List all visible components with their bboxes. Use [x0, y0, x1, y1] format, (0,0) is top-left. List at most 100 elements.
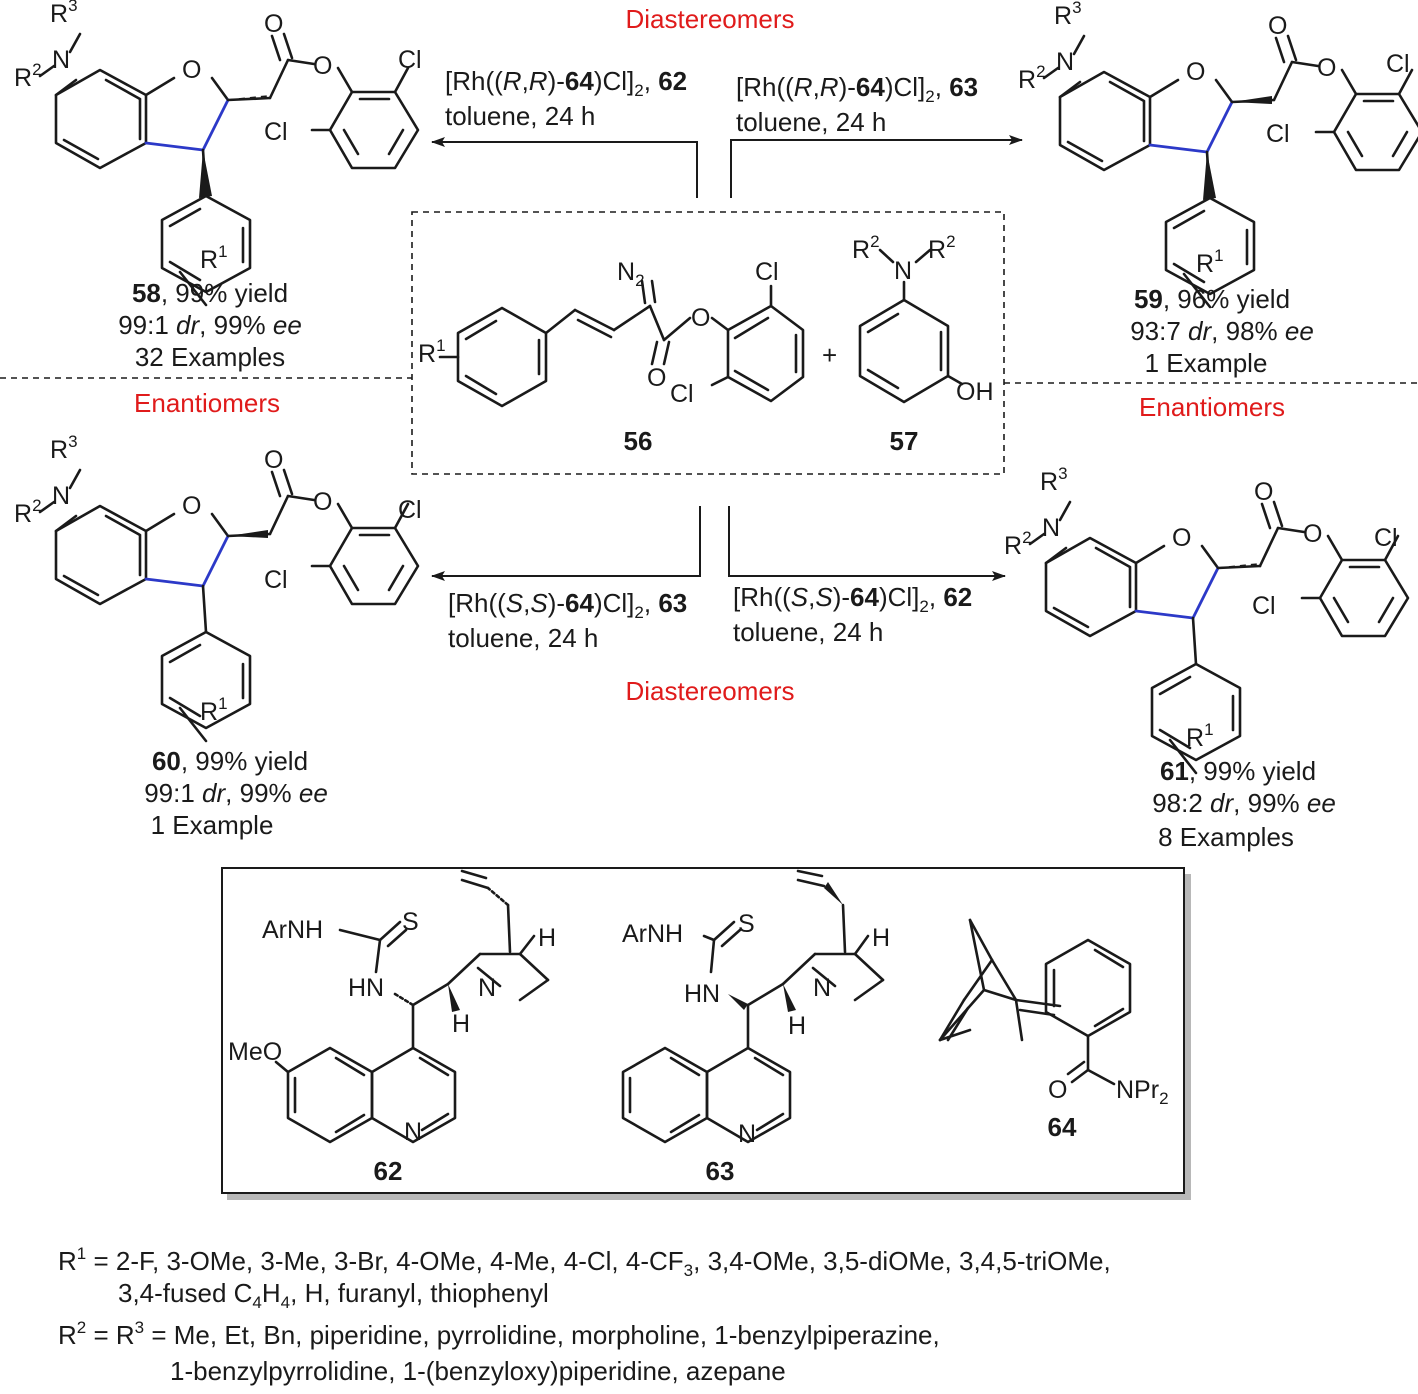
reactant-box	[411, 211, 1005, 475]
yield-61: 61, 99% yield	[1160, 756, 1316, 786]
atom-cl-top: Cl	[755, 258, 779, 286]
diastereomers-bottom: Diastereomers	[625, 676, 794, 706]
atom-r1: R1	[200, 694, 228, 726]
product-60: R3 N R2 O O O Cl Cl R1	[14, 432, 422, 743]
atom-n-ring-63: N	[738, 1120, 756, 1148]
atom-r1: R1	[200, 242, 228, 274]
label-57: 57	[890, 426, 919, 456]
atom-cl-1: Cl	[398, 46, 422, 74]
atom-cl-bottom: Cl	[670, 380, 694, 408]
atom-r3: R3	[1054, 0, 1082, 30]
arrow-to-61	[728, 506, 1006, 581]
atom-n: N	[52, 482, 70, 510]
atom-o-carbonyl: O	[264, 10, 283, 38]
dr-ee-59: 93:7 dr, 98% ee	[1130, 316, 1314, 346]
atom-cl-2: Cl	[1266, 120, 1290, 148]
examples-61: 8 Examples	[1158, 822, 1294, 852]
solvent-top-left: toluene, 24 h	[445, 101, 595, 131]
atom-cl-1: Cl	[1386, 50, 1410, 78]
catalyst-62-structure	[274, 869, 550, 1144]
atom-o-ring: O	[182, 492, 201, 520]
catalyst-box	[221, 867, 1185, 1194]
atom-r2: R2	[1018, 62, 1046, 94]
atom-o-carbonyl: O	[1254, 478, 1273, 506]
atom-hn-63: HN	[684, 980, 720, 1008]
conditions-bottom-right: [Rh((S,S)-64)Cl]2, 62	[733, 582, 972, 616]
atom-o-ester: O	[1317, 54, 1336, 82]
atom-npr2-64: NPr2	[1116, 1076, 1169, 1108]
catalyst-63-structure	[621, 869, 885, 1144]
atom-n: N	[52, 46, 70, 74]
dr-ee-58: 99:1 dr, 99% ee	[118, 310, 302, 340]
yield-60: 60, 99% yield	[152, 746, 308, 776]
atom-r2b-57: R2	[928, 232, 956, 264]
atom-h2-62: H	[452, 1010, 470, 1038]
atom-o-ring: O	[1186, 58, 1205, 86]
atom-o-ring: O	[1172, 524, 1191, 552]
reactant-57-structure	[858, 248, 964, 404]
dr-ee-61: 98:2 dr, 99% ee	[1152, 788, 1336, 818]
atom-n-quin-62: N	[478, 974, 496, 1002]
atom-hn-62: HN	[348, 974, 384, 1002]
atom-h2-63: H	[788, 1012, 806, 1040]
atom-r2: R2	[14, 496, 42, 528]
atom-o-ester: O	[1303, 520, 1322, 548]
solvent-bottom-right: toluene, 24 h	[733, 617, 883, 647]
atom-o-carbonyl: O	[264, 446, 283, 474]
atom-cl-2: Cl	[264, 118, 288, 146]
atom-h1-62: H	[538, 924, 556, 952]
conditions-top-right: [Rh((R,R)-64)Cl]2, 63	[736, 72, 978, 106]
atom-o-ester: O	[313, 488, 332, 516]
atom-h1-63: H	[872, 924, 890, 952]
atom-meo-62: MeO	[228, 1038, 282, 1066]
diastereomers-top: Diastereomers	[625, 4, 794, 34]
conditions-bottom-left: [Rh((S,S)-64)Cl]2, 63	[448, 588, 687, 622]
atom-o-ester: O	[313, 52, 332, 80]
product-61: R3 N R2 O O O Cl Cl R1	[1004, 464, 1410, 775]
solvent-bottom-left: toluene, 24 h	[448, 623, 598, 653]
yield-58: 58, 99% yield	[132, 278, 288, 308]
examples-60: 1 Example	[151, 810, 274, 840]
atom-r3: R3	[1040, 464, 1068, 496]
atom-n-quin-63: N	[813, 974, 831, 1002]
reactant-56-structure	[438, 279, 805, 408]
arrow-to-59	[730, 135, 1023, 198]
enantiomers-right: Enantiomers	[1139, 392, 1285, 422]
arrow-to-60	[431, 506, 701, 581]
product-58: R3 N R2 O O O Cl Cl R1	[14, 0, 422, 307]
label-62: 62	[374, 1156, 403, 1186]
atom-n-ring-62: N	[404, 1118, 422, 1146]
footnote-r1-line2: 3,4-fused C4H4, H, furanyl, thiophenyl	[118, 1278, 549, 1312]
product-59: R3 N R2 O O O Cl Cl R1	[1018, 0, 1418, 309]
label-64: 64	[1048, 1112, 1077, 1142]
atom-arnh-62: ArNH	[262, 916, 323, 944]
footnote-r1-line1: R1 = 2-F, 3-OMe, 3-Me, 3-Br, 4-OMe, 4-Me…	[58, 1244, 1111, 1280]
label-56: 56	[624, 426, 653, 456]
atom-o-carbonyl: O	[1268, 12, 1287, 40]
enantiomers-left: Enantiomers	[134, 388, 280, 418]
atom-n: N	[1042, 514, 1060, 542]
atom-r3: R3	[50, 0, 78, 28]
atom-r1: R1	[1186, 720, 1214, 752]
atom-o-carbonyl: O	[647, 364, 666, 392]
atom-cl-2: Cl	[264, 566, 288, 594]
atom-r1: R1	[1196, 246, 1224, 278]
atom-r2a-57: R2	[852, 232, 880, 264]
footnote-r2-line1: R2 = R3 = Me, Et, Bn, piperidine, pyrrol…	[58, 1318, 940, 1350]
examples-58: 32 Examples	[135, 342, 285, 372]
atom-s-62: S	[402, 908, 419, 936]
plus-sign: +	[822, 340, 837, 370]
atom-n-57: N	[894, 257, 912, 285]
yield-59: 59, 96% yield	[1134, 284, 1290, 314]
atom-r2: R2	[1004, 528, 1032, 560]
atom-r1: R1	[418, 336, 446, 368]
atom-n: N	[1056, 48, 1074, 76]
ligand-64-structure	[938, 918, 1132, 1086]
atom-n2: N2	[617, 258, 645, 290]
atom-cl-1: Cl	[1374, 524, 1398, 552]
solvent-top-right: toluene, 24 h	[736, 107, 886, 137]
atom-o-64: O	[1048, 1076, 1067, 1104]
atom-o-ester: O	[691, 304, 710, 332]
examples-59: 1 Example	[1145, 348, 1268, 378]
